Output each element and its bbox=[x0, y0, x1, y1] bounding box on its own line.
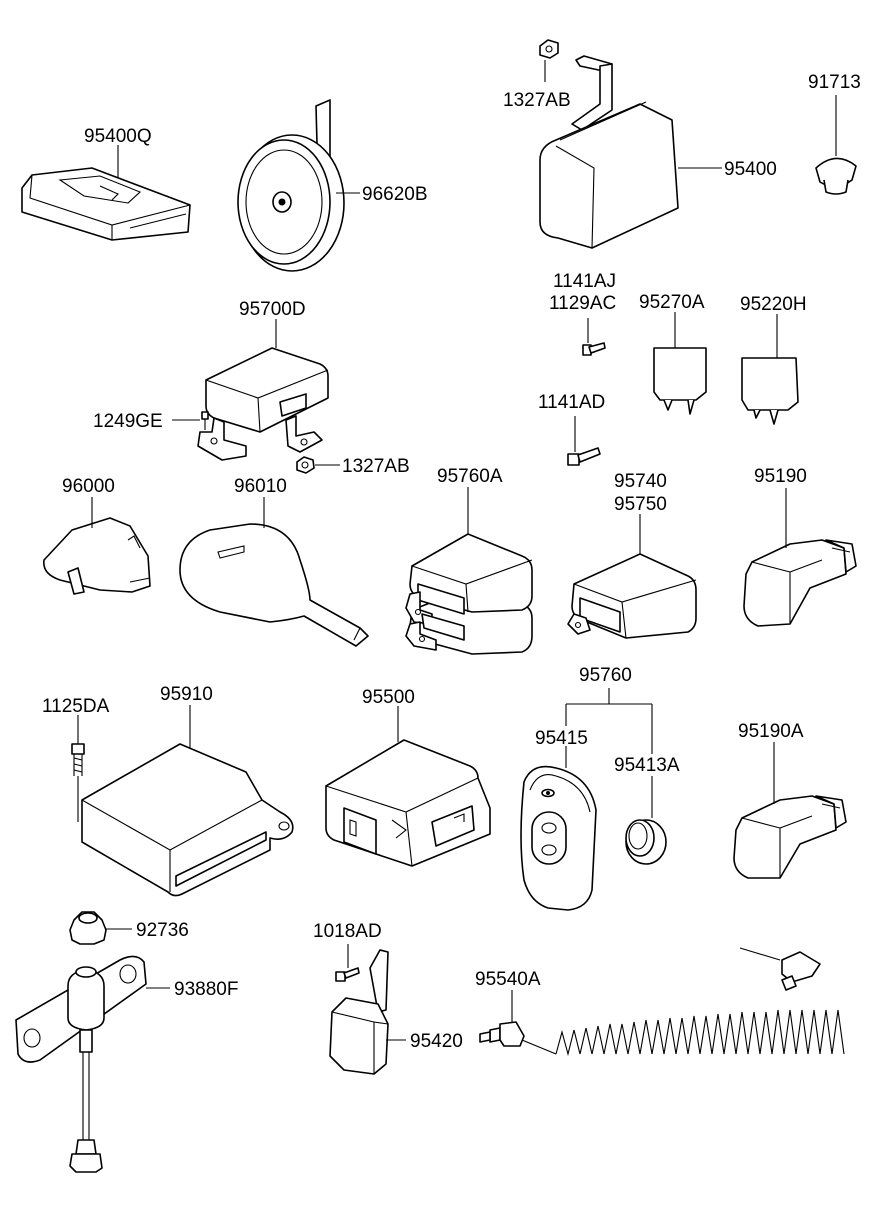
label-95750: 95750 bbox=[614, 494, 667, 515]
part-95415-drawing bbox=[520, 765, 597, 911]
label-95760: 95760 bbox=[579, 665, 632, 686]
part-1327AB-top-drawing bbox=[539, 39, 613, 73]
part-95760A-drawing bbox=[405, 533, 533, 655]
part-92736-drawing bbox=[69, 911, 107, 945]
label-1129AC: 1129AC bbox=[549, 293, 616, 314]
label-95270A: 95270A bbox=[639, 292, 705, 313]
part-95220H-drawing bbox=[741, 357, 799, 425]
part-95540A-drawing bbox=[479, 947, 845, 1057]
label-95760A: 95760A bbox=[437, 466, 503, 487]
label-96620B: 96620B bbox=[362, 184, 428, 205]
part-95500-drawing bbox=[325, 739, 491, 867]
label-95190: 95190 bbox=[754, 466, 807, 487]
part-95400-drawing bbox=[539, 63, 679, 249]
label-95400: 95400 bbox=[724, 159, 777, 180]
label-1125DA: 1125DA bbox=[42, 696, 110, 717]
part-95420-drawing bbox=[329, 949, 389, 1075]
part-95270A-drawing bbox=[653, 347, 707, 415]
part-95400Q-drawing bbox=[21, 167, 191, 241]
label-95220H: 95220H bbox=[740, 294, 807, 315]
part-91713-drawing bbox=[815, 157, 857, 195]
part-1327AB-mid-drawing bbox=[296, 456, 315, 474]
label-95910: 95910 bbox=[160, 684, 213, 705]
label-91713: 91713 bbox=[808, 72, 861, 93]
part-1125DA-drawing bbox=[71, 743, 85, 822]
label-93880F: 93880F bbox=[174, 979, 238, 1000]
part-95910-drawing bbox=[81, 743, 294, 897]
label-1327AB-top: 1327AB bbox=[503, 90, 571, 111]
part-95190A-drawing bbox=[733, 795, 847, 879]
part-96010-drawing bbox=[179, 523, 369, 647]
label-95420: 95420 bbox=[410, 1031, 463, 1052]
label-95400Q: 95400Q bbox=[84, 126, 152, 147]
label-95500: 95500 bbox=[362, 687, 415, 708]
part-1141AD-drawing bbox=[567, 447, 601, 466]
label-95740: 95740 bbox=[614, 471, 667, 492]
part-96000-drawing bbox=[43, 517, 151, 595]
label-1018AD: 1018AD bbox=[313, 921, 382, 942]
part-95700D-drawing bbox=[197, 347, 329, 461]
part-1249GE-drawing bbox=[201, 411, 209, 430]
label-96010: 96010 bbox=[234, 476, 287, 497]
coil-cable bbox=[555, 1009, 845, 1057]
part-93880F-drawing bbox=[15, 955, 147, 1173]
label-92736: 92736 bbox=[136, 920, 189, 941]
part-95740-drawing bbox=[567, 553, 697, 639]
label-95700D: 95700D bbox=[239, 299, 306, 320]
label-1249GE: 1249GE bbox=[93, 411, 163, 432]
part-95760-group-bracket bbox=[565, 688, 653, 754]
label-95190A: 95190A bbox=[738, 721, 804, 742]
label-1327AB-mid: 1327AB bbox=[342, 456, 410, 477]
part-1018AD-drawing bbox=[335, 967, 360, 982]
part-96620B-drawing bbox=[237, 99, 345, 272]
part-1141AJ-drawing bbox=[582, 342, 606, 356]
label-95415: 95415 bbox=[535, 728, 588, 749]
label-95540A: 95540A bbox=[475, 969, 541, 990]
label-1141AD: 1141AD bbox=[538, 392, 605, 413]
part-95190-drawing bbox=[743, 539, 857, 627]
label-1141AJ: 1141AJ bbox=[553, 271, 616, 292]
part-95413A-drawing bbox=[625, 819, 667, 865]
label-96000: 96000 bbox=[62, 476, 115, 497]
label-95413A: 95413A bbox=[614, 755, 680, 776]
